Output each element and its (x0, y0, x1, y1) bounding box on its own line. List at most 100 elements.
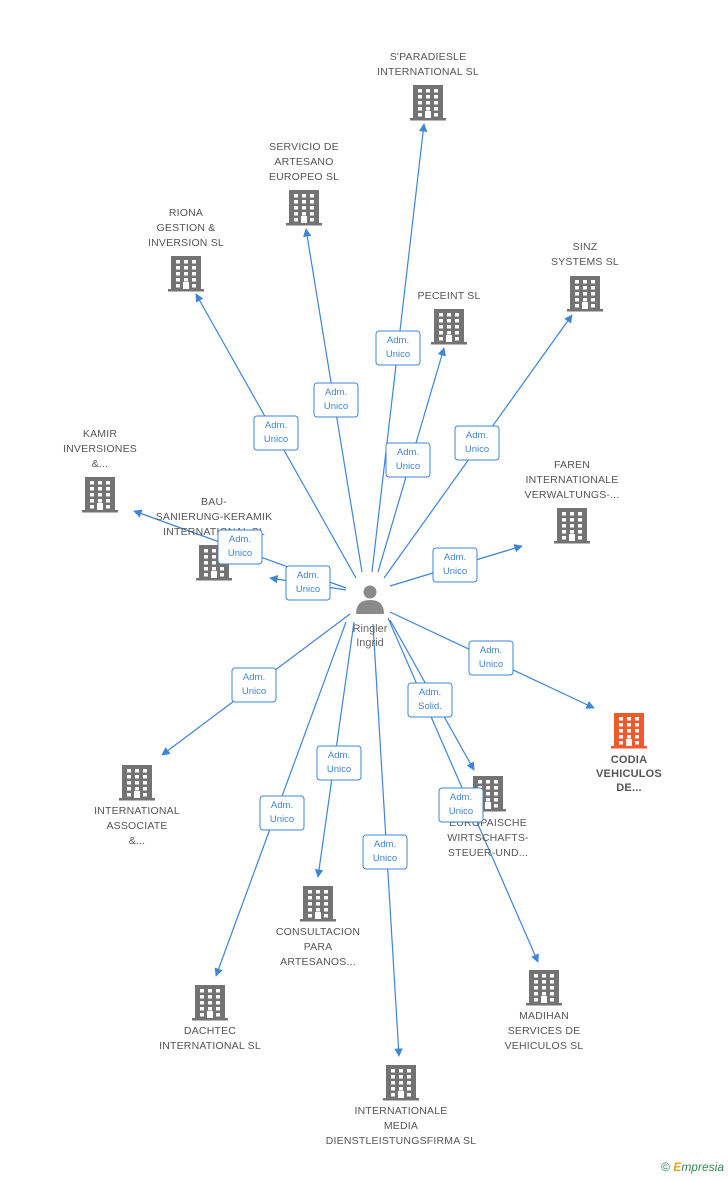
building-window (494, 792, 498, 796)
company-label-line: VEHICULOS SL (505, 1040, 584, 1052)
badge-line: Unico (324, 401, 348, 412)
building-window (486, 786, 490, 790)
building-icon[interactable] (526, 970, 562, 1006)
building-window (534, 980, 538, 984)
building-window (127, 787, 131, 791)
building-window (478, 780, 482, 784)
building-window (562, 536, 566, 540)
building-icon[interactable] (82, 477, 118, 513)
building-icon[interactable] (554, 508, 590, 544)
building-window (550, 992, 554, 996)
badge-line: Unico (386, 349, 410, 360)
role-badge-consultacion[interactable]: Adm. Unico (316, 745, 362, 781)
badge-box (231, 667, 277, 703)
role-badge-sinz[interactable]: Adm.Unico (454, 425, 500, 461)
building-window (216, 1013, 220, 1017)
building-window (143, 775, 147, 779)
building-window (434, 89, 438, 93)
badge-line: Unico (396, 461, 420, 472)
building-window (534, 992, 538, 996)
building-icon[interactable] (431, 309, 467, 345)
building-window (324, 908, 328, 912)
role-badge-bau[interactable]: Adm.Unico (285, 565, 331, 601)
role-badge-peceint[interactable]: Adm.Unico (385, 442, 431, 478)
badge-line: Unico (270, 814, 294, 825)
building-icon[interactable] (300, 886, 336, 922)
building-icon[interactable] (410, 85, 446, 121)
company-node-peceint[interactable]: PECEINT SL (417, 290, 480, 345)
building-base (82, 510, 118, 513)
building-window (98, 499, 102, 503)
company-label-line: ARTESANOS... (280, 956, 356, 968)
building-window (591, 298, 595, 302)
building-door (315, 912, 321, 920)
building-window (316, 902, 320, 906)
role-badge-europaische[interactable]: Adm.Solid. (407, 682, 453, 718)
role-badge-intassoc[interactable]: Adm.Unico (231, 667, 277, 703)
building-window (562, 530, 566, 534)
role-badge-dachtec[interactable]: Adm.Unico (259, 795, 305, 831)
company-node-madihan[interactable]: MADIHAN SERVICES DE VEHICULOS SL (505, 970, 584, 1052)
role-badge-faren[interactable]: Adm.Unico (432, 547, 478, 583)
building-window (619, 741, 623, 745)
building-window (294, 218, 298, 222)
company-label-line: SERVICES DE (508, 1025, 581, 1037)
company-label-line: ARTESANO (274, 156, 333, 168)
company-label-line: MADIHAN (519, 1010, 569, 1022)
role-badge-codia[interactable]: Adm.Unico (468, 640, 514, 676)
role-badge-kamir[interactable]: Adm.Unico (217, 529, 263, 565)
building-window (486, 798, 490, 802)
badge-line: Adm. (328, 750, 350, 761)
building-icon[interactable] (286, 190, 322, 226)
building-door (183, 282, 189, 290)
building-window (418, 95, 422, 99)
building-window (439, 331, 443, 335)
building-door (301, 216, 307, 224)
company-node-faren[interactable]: FARENINTERNATIONALEVERWALTUNGS-... (525, 459, 620, 544)
building-window (143, 787, 147, 791)
building-door (207, 1011, 213, 1019)
company-node-codia[interactable]: CODIAVEHICULOSDE... (596, 713, 662, 794)
company-node-consultacion[interactable]: CONSULTACIONPARAARTESANOS... (276, 886, 360, 968)
building-window (135, 775, 139, 779)
badges-layer: Adm.UnicoAdm.UnicoAdm.UnicoAdm.UnicoAdm.… (217, 330, 514, 870)
building-window (106, 505, 110, 509)
role-badge-intmedia[interactable]: Adm.Unico (362, 834, 408, 870)
badge-line: Unico (443, 566, 467, 577)
role-badge-riona[interactable]: Adm.Unico (253, 415, 299, 451)
role-badge-madihan[interactable]: Adm.Unico (438, 787, 484, 823)
company-node-intmedia[interactable]: INTERNATIONALEMEDIADIENSTLEISTUNGSFIRMA … (326, 1065, 476, 1147)
building-window (324, 914, 328, 918)
company-label-line: EUROPEO SL (269, 171, 339, 183)
building-window (176, 260, 180, 264)
company-node-kamir[interactable]: KAMIRINVERSIONES&... (63, 428, 137, 513)
building-icon[interactable] (168, 256, 204, 292)
building-window (570, 512, 574, 516)
badge-line: Unico (327, 764, 351, 775)
building-icon[interactable] (611, 713, 647, 749)
building-icon[interactable] (119, 765, 155, 801)
empresia-logo: © Empresia (661, 1160, 724, 1174)
building-door (446, 335, 452, 343)
building-icon[interactable] (383, 1065, 419, 1101)
badge-box (259, 795, 305, 831)
building-window (570, 530, 574, 534)
building-icon[interactable] (192, 985, 228, 1021)
role-badge-sparadiesle[interactable]: Adm.Unico (375, 330, 421, 366)
company-node-intassoc[interactable]: INTERNATIONALASSOCIATE&... (94, 765, 180, 847)
building-icon[interactable] (567, 276, 603, 312)
building-base (168, 289, 204, 292)
role-badge-servicio[interactable]: Adm.Unico (313, 382, 359, 418)
building-window (204, 561, 208, 565)
building-window (434, 113, 438, 117)
badge-box (217, 529, 263, 565)
building-window (391, 1081, 395, 1085)
